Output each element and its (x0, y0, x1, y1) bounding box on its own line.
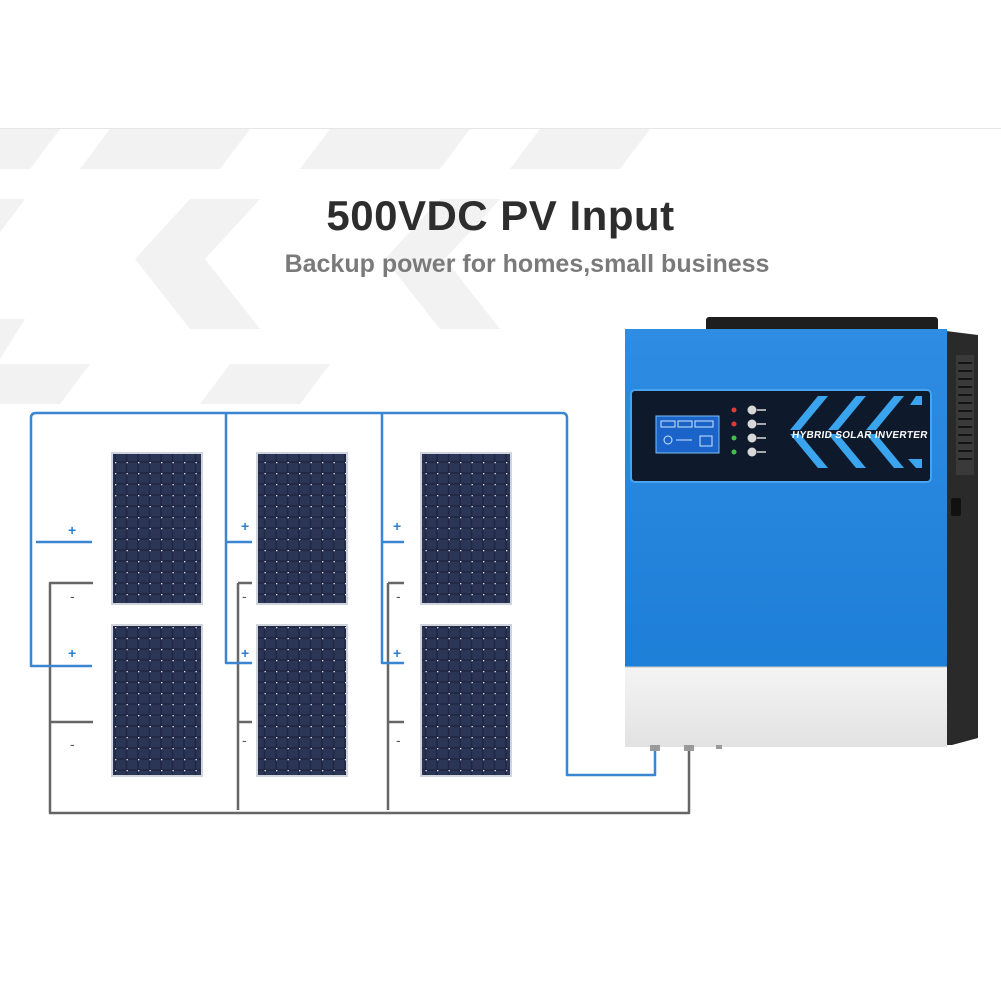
terminal-plus-bottom-right: + (393, 645, 402, 661)
terminal-plus-top-middle: + (241, 518, 250, 534)
terminal-plus-bottom-middle: + (241, 645, 250, 661)
terminal-plus-top-right: + (393, 518, 402, 534)
chevron-background (0, 129, 650, 404)
terminal-minus-top-middle: - (242, 588, 247, 604)
terminal-minus-top-left: - (70, 588, 75, 604)
solar-panel-bottom-left (111, 624, 203, 777)
solar-panel-top-middle (256, 452, 348, 605)
solar-panel-array (111, 452, 512, 777)
terminal-minus-top-right: - (396, 588, 401, 604)
terminal-minus-bottom-middle: - (242, 732, 247, 748)
terminal-plus-bottom-left: + (68, 645, 77, 661)
inverter-label: HYBRID SOLAR INVERTER (791, 430, 929, 441)
solar-panel-top-left (111, 452, 203, 605)
terminal-plus-top-left: + (68, 522, 77, 538)
solar-panel-bottom-middle (256, 624, 348, 777)
terminal-minus-bottom-right: - (396, 732, 401, 748)
negative-wires (48, 581, 691, 815)
terminal-minus-bottom-left: - (70, 736, 75, 752)
page-subtitle: Backup power for homes,small business (284, 250, 770, 278)
page-title: 500VDC PV Input (326, 192, 675, 239)
top-band (0, 0, 1001, 128)
hybrid-solar-inverter (625, 317, 978, 751)
positive-wires (29, 411, 657, 777)
solar-panel-top-right (420, 452, 512, 605)
solar-panel-bottom-right (420, 624, 512, 777)
divider-line (0, 128, 1001, 129)
